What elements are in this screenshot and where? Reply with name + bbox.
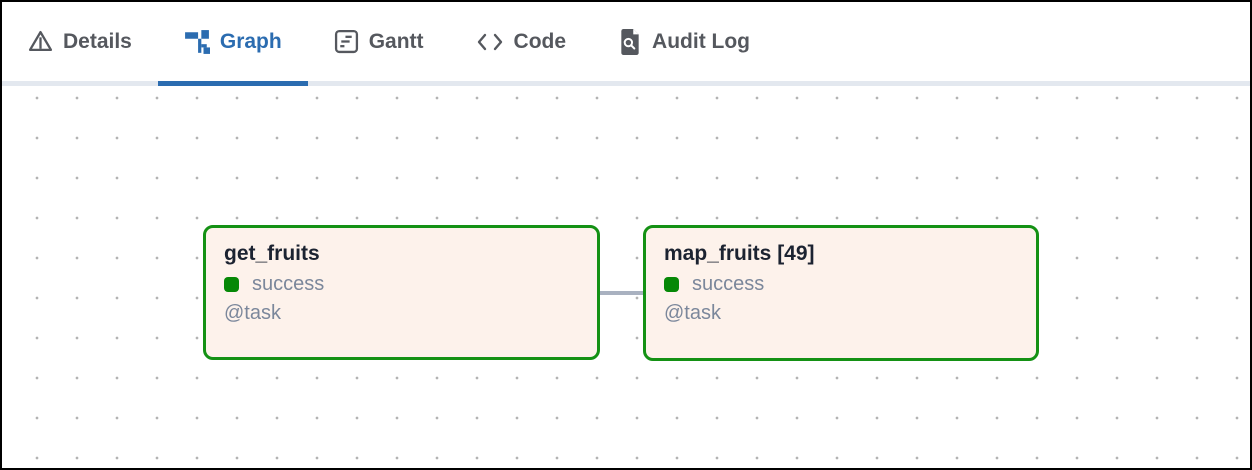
- success-status-icon: [224, 276, 239, 292]
- task-status-row: success: [224, 274, 579, 294]
- success-status-icon: [664, 276, 679, 292]
- tab-details[interactable]: Details: [2, 2, 158, 86]
- tab-audit-log[interactable]: Audit Log: [592, 2, 776, 86]
- tab-bar-bottom-strip: [2, 81, 1250, 86]
- task-node-map-fruits[interactable]: map_fruits [49] success @task: [643, 225, 1039, 361]
- graph-canvas[interactable]: get_fruits success @task map_fruits [49]…: [2, 86, 1250, 468]
- graph-nodes-icon: [184, 29, 210, 55]
- tab-bar: Details Graph: [2, 2, 1250, 86]
- gantt-chart-icon: [334, 29, 359, 54]
- tab-graph-label: Graph: [219, 29, 282, 53]
- tab-gantt[interactable]: Gantt: [308, 2, 450, 86]
- warning-triangle-icon: [28, 29, 53, 54]
- task-decorator-label: @task: [224, 302, 281, 324]
- tab-code-label: Code: [513, 29, 567, 53]
- document-search-icon: [618, 28, 642, 55]
- task-status-label: success: [692, 273, 765, 295]
- task-decorator-label: @task: [664, 302, 721, 324]
- tab-audit-log-label: Audit Log: [652, 29, 751, 53]
- task-title: map_fruits [49]: [664, 242, 815, 265]
- tab-graph[interactable]: Graph: [157, 2, 308, 86]
- tab-code[interactable]: Code: [450, 2, 593, 86]
- tab-details-label: Details: [63, 29, 132, 53]
- tab-gantt-label: Gantt: [368, 29, 424, 53]
- task-status-row: success: [664, 274, 1018, 294]
- task-dependency-edge: [598, 291, 645, 295]
- task-status-label: success: [252, 273, 325, 295]
- code-brackets-icon: [476, 31, 504, 53]
- task-title: get_fruits: [224, 242, 320, 265]
- task-node-get-fruits[interactable]: get_fruits success @task: [203, 225, 600, 360]
